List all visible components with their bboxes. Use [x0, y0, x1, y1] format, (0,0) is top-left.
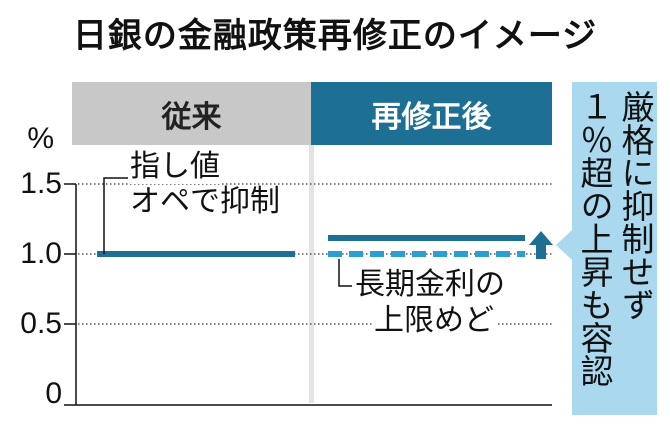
- y-tick-label: 1.0: [20, 237, 62, 270]
- y-axis-unit: %: [27, 122, 54, 155]
- y-tick-label: 1.5: [20, 167, 62, 200]
- y-tick-label: 0.5: [20, 307, 62, 340]
- callout-pointer: [556, 230, 572, 260]
- annotation-after-line1: 長期金利の: [355, 267, 505, 302]
- callout-box: 厳格に抑制せず １％超の上昇も容認: [572, 82, 657, 415]
- y-tick-label: 0: [45, 377, 62, 410]
- panel-header-after: 再修正後: [311, 82, 552, 145]
- annotation-before-line1: 指し値: [130, 149, 220, 184]
- annotation-before-line2: オペで抑制: [130, 184, 280, 219]
- leader-before: [103, 177, 128, 254]
- callout-text-col1: 厳格に抑制せず: [616, 90, 655, 321]
- panel-header-before: 従来: [72, 82, 311, 145]
- up-arrow-icon: [529, 231, 553, 259]
- panel-divider: [309, 145, 314, 403]
- leader-after: [338, 259, 352, 287]
- annotation-after-line2: 上限めど: [372, 303, 496, 338]
- callout-text-col2: １％超の上昇も容認: [575, 90, 614, 387]
- chart-title: 日銀の金融政策再修正のイメージ: [72, 16, 598, 56]
